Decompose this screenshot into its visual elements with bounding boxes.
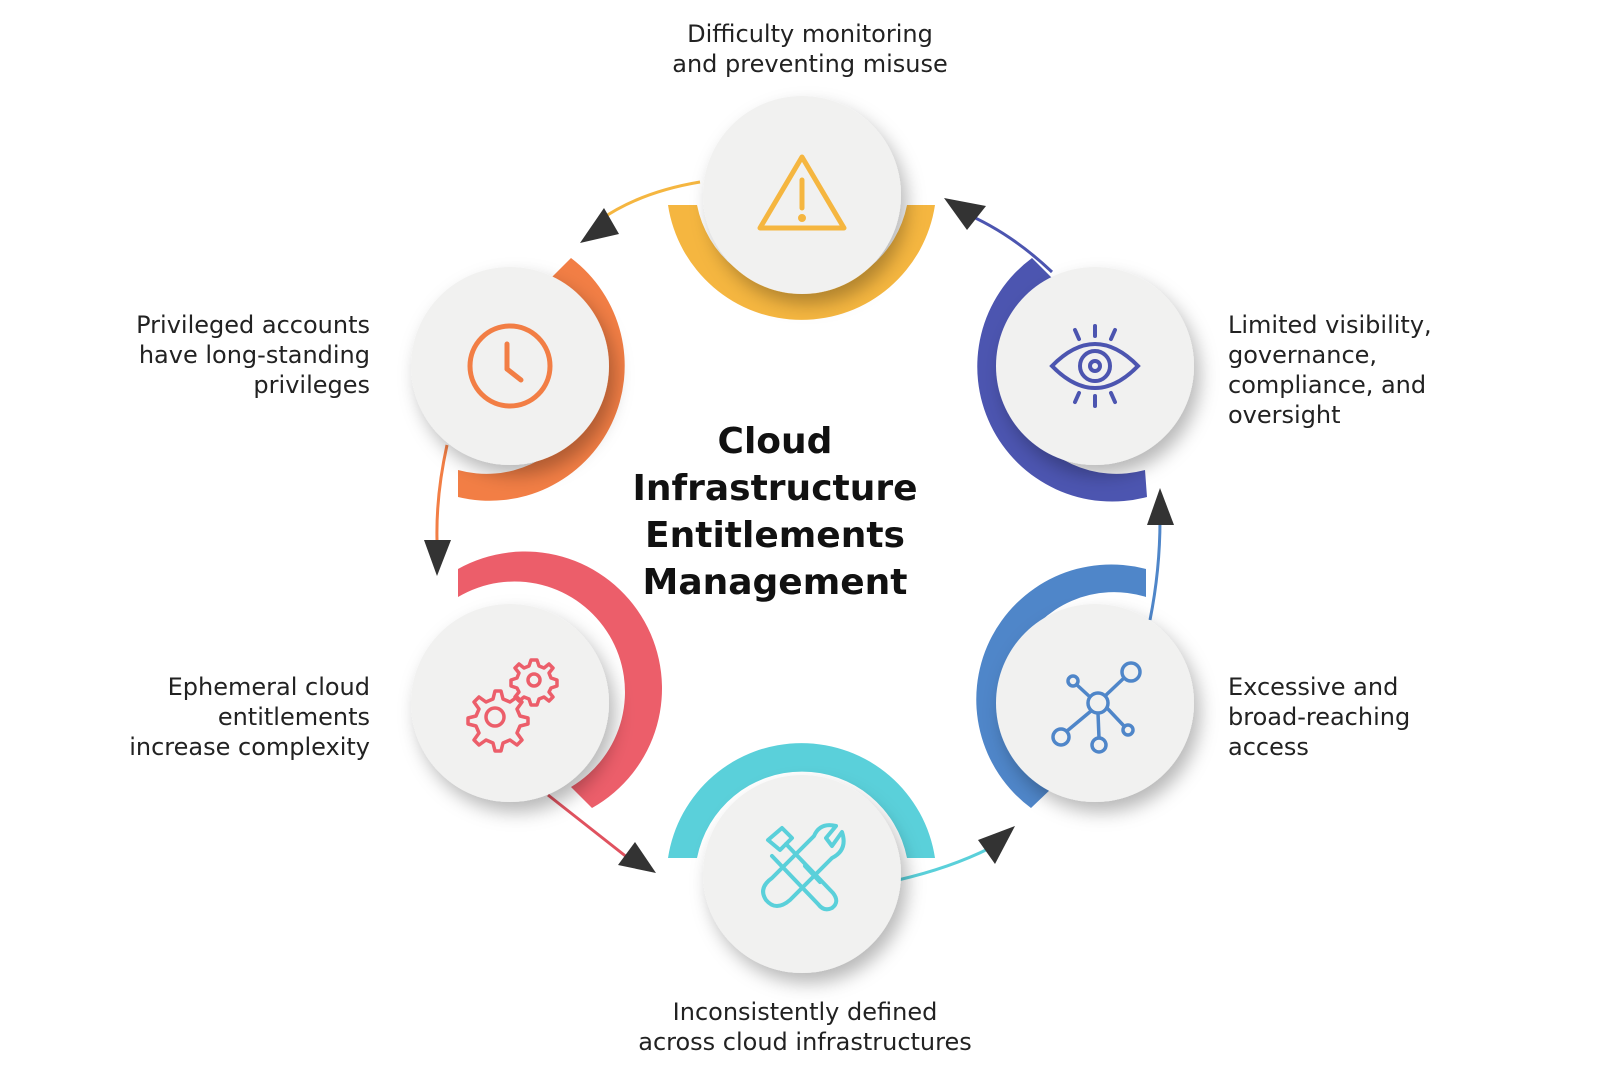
node-circle-bottom (703, 775, 901, 973)
label-lower-right: Excessive and broad-reaching access (1228, 672, 1528, 762)
arrowhead-upper-right (1147, 488, 1174, 525)
label-lower-right-line-1: Excessive and (1228, 673, 1399, 701)
arrowhead-top (944, 198, 986, 230)
connector-bottom-to-lower-right (897, 846, 991, 882)
label-upper-left-line-3: privileges (253, 371, 370, 399)
arrowhead-upper-left (580, 208, 619, 243)
node-circle-upper-left (411, 267, 609, 465)
sector-bottom (668, 743, 935, 858)
warning-icon (757, 154, 847, 231)
label-upper-right-line-4: oversight (1228, 401, 1341, 429)
label-lower-right-line-3: access (1228, 733, 1309, 761)
label-upper-left: Privileged accounts have long-standing p… (60, 310, 370, 400)
arrowheads (424, 198, 1174, 873)
connector-upper-left-to-lower-left (435, 444, 449, 541)
label-top-line-1: Difficulty monitoring (687, 20, 933, 48)
arrowhead-lower-right (978, 826, 1015, 864)
arrowhead-bottom (618, 842, 656, 873)
label-upper-right: Limited visibility, governance, complian… (1228, 310, 1528, 430)
tools-icon (761, 823, 846, 912)
center-title-line-2: Infrastructure (632, 468, 918, 509)
center-title-line-4: Management (642, 562, 908, 603)
label-lower-left-line-2: entitlements (217, 703, 370, 731)
label-lower-left-line-1: Ephemeral cloud (167, 673, 370, 701)
node-circle-upper-right (996, 267, 1194, 465)
label-lower-left-line-3: increase complexity (129, 733, 370, 761)
connector-arcs (435, 180, 1162, 882)
label-upper-left-line-1: Privileged accounts (136, 311, 370, 339)
label-upper-right-line-1: Limited visibility, (1228, 311, 1432, 339)
center-title: Cloud Infrastructure Entitlements Manage… (615, 418, 935, 606)
label-upper-right-line-3: compliance, and (1228, 371, 1427, 399)
connector-lower-left-to-bottom (547, 793, 629, 860)
sector-lower-right (976, 564, 1146, 808)
clock-icon (467, 323, 553, 409)
sector-top (668, 205, 935, 320)
label-bottom-line-1: Inconsistently defined (672, 998, 938, 1026)
label-lower-right-line-2: broad-reaching (1228, 703, 1411, 731)
node-circle-lower-right (996, 604, 1194, 802)
label-upper-left-line-2: have long-standing (138, 341, 370, 369)
label-bottom-line-2: across cloud infrastructures (638, 1028, 972, 1056)
label-lower-left: Ephemeral cloud entitlements increase co… (60, 672, 370, 762)
connector-lower-right-to-upper-right (1148, 519, 1162, 621)
center-title-line-3: Entitlements (645, 515, 905, 556)
label-top: Difficulty monitoring and preventing mis… (600, 19, 1020, 79)
label-upper-right-line-2: governance, (1228, 341, 1378, 369)
arrowhead-lower-left (424, 540, 451, 576)
connector-upper-right-to-top (961, 210, 1054, 274)
connector-top-to-upper-left (599, 180, 701, 222)
center-title-line-1: Cloud (717, 421, 833, 462)
gears-icon (466, 658, 559, 753)
network-icon (1051, 661, 1142, 754)
eye-icon (1049, 324, 1141, 408)
sector-lower-left (458, 551, 663, 808)
label-top-line-2: and preventing misuse (672, 50, 948, 78)
label-bottom: Inconsistently defined across cloud infr… (580, 997, 1030, 1057)
